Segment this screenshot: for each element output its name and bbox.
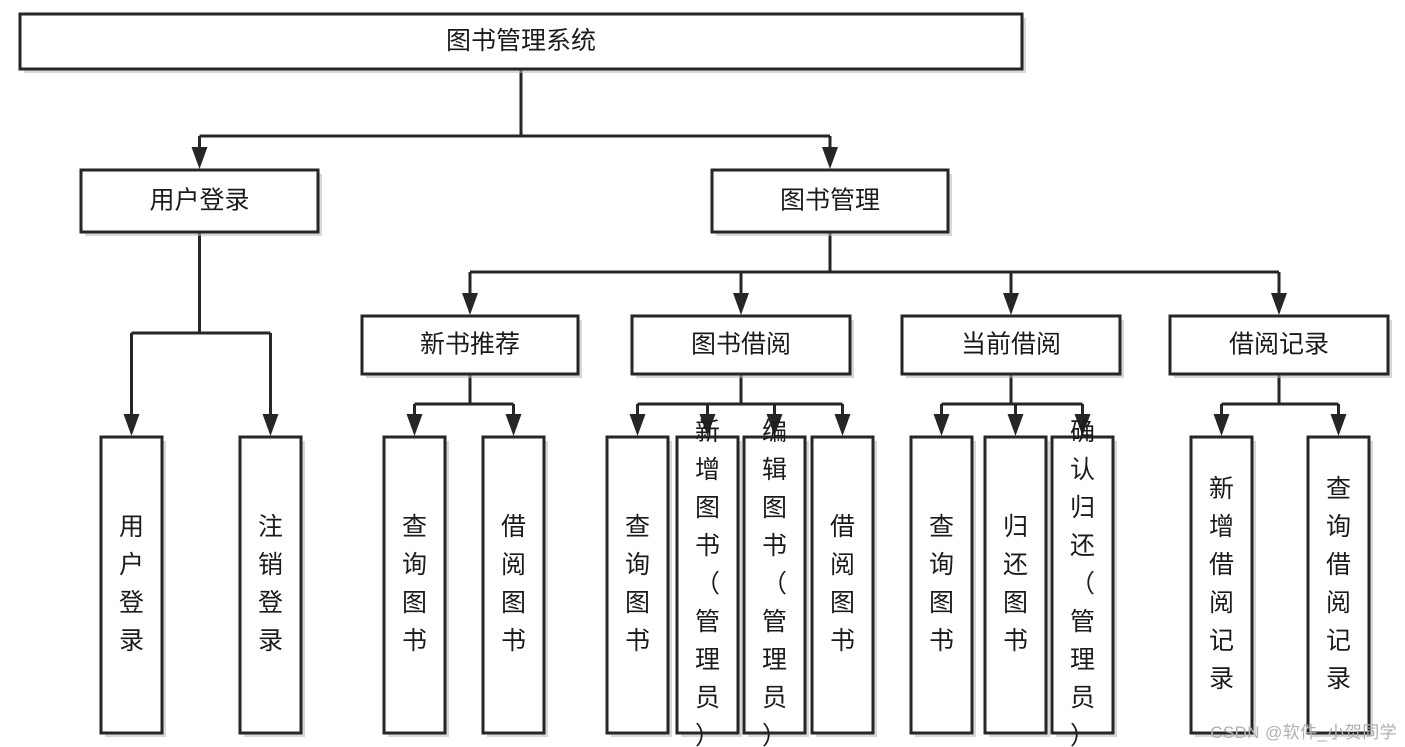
node-box[interactable] — [742, 435, 807, 735]
node-leaf-confirm-return[interactable]: 确认归还（管理员） — [1050, 418, 1117, 747]
node-label: 新增图书（管理员） — [695, 418, 720, 747]
node-label: 借阅记录 — [1229, 331, 1329, 359]
node-leaf-return-book[interactable]: 归还图书 — [983, 435, 1050, 737]
node-label: 用户登录 — [149, 187, 249, 215]
nodes-layer: 图书管理系统用户登录图书管理新书推荐图书借阅当前借阅借阅记录用户登录注销登录查询… — [18, 12, 1392, 747]
node-label: 当前借阅 — [961, 331, 1061, 359]
node-label: 编辑图书（管理员） — [762, 418, 787, 747]
node-label: 图书管理系统 — [446, 27, 596, 55]
node-label: 查询图书 — [929, 513, 954, 655]
node-current-borrow[interactable]: 当前借阅 — [900, 314, 1124, 378]
node-label: 用户登录 — [119, 513, 144, 655]
node-box[interactable] — [79, 168, 320, 234]
node-leaf-logout[interactable]: 注销登录 — [238, 435, 305, 737]
node-borrow-record[interactable]: 借阅记录 — [1168, 314, 1392, 378]
node-box[interactable] — [18, 12, 1024, 71]
node-label: 查询图书 — [402, 513, 427, 655]
node-box[interactable] — [909, 435, 974, 735]
node-label: 新书推荐 — [420, 331, 520, 359]
node-label: 查询图书 — [625, 513, 650, 655]
connector-user-login-bus — [123, 232, 279, 436]
node-book-borrow[interactable]: 图书借阅 — [630, 314, 854, 378]
node-box[interactable] — [1306, 435, 1371, 735]
node-leaf-borrow-book-1[interactable]: 借阅图书 — [481, 435, 548, 737]
node-box[interactable] — [238, 435, 303, 735]
connector-root-bus — [191, 69, 838, 169]
connector-book-borrow-bus — [629, 374, 851, 436]
node-label: 新增借阅记录 — [1209, 475, 1234, 693]
node-root[interactable]: 图书管理系统 — [18, 12, 1026, 73]
connector-new-book-rec-bus — [406, 374, 522, 436]
node-new-book-rec[interactable]: 新书推荐 — [360, 314, 582, 378]
node-box[interactable] — [360, 314, 580, 376]
edges-layer — [123, 69, 1347, 436]
node-leaf-user-login[interactable]: 用户登录 — [99, 435, 166, 737]
node-leaf-query-book-2[interactable]: 查询图书 — [605, 435, 672, 737]
connector-current-borrow-bus — [933, 374, 1091, 436]
node-box[interactable] — [710, 168, 950, 234]
node-box[interactable] — [1189, 435, 1254, 735]
node-label: 确认归还（管理员） — [1070, 418, 1095, 747]
node-box[interactable] — [630, 314, 852, 376]
node-box[interactable] — [900, 314, 1122, 376]
node-box[interactable] — [1168, 314, 1390, 376]
node-box[interactable] — [1050, 435, 1115, 735]
node-box[interactable] — [99, 435, 164, 735]
node-leaf-query-record[interactable]: 查询借阅记录 — [1306, 435, 1373, 737]
node-label: 图书管理 — [780, 187, 880, 215]
node-label: 借阅图书 — [830, 513, 855, 655]
node-box[interactable] — [481, 435, 546, 735]
node-box[interactable] — [382, 435, 447, 735]
node-user-login[interactable]: 用户登录 — [79, 168, 322, 236]
node-label: 借阅图书 — [501, 513, 526, 655]
node-box[interactable] — [605, 435, 670, 735]
node-label: 注销登录 — [258, 513, 283, 655]
node-label: 图书借阅 — [691, 331, 791, 359]
node-leaf-add-record[interactable]: 新增借阅记录 — [1189, 435, 1256, 737]
node-label: 归还图书 — [1003, 513, 1028, 655]
node-box[interactable] — [675, 435, 740, 735]
node-label: 查询借阅记录 — [1326, 475, 1351, 693]
node-book-manage[interactable]: 图书管理 — [710, 168, 952, 236]
node-leaf-query-book-1[interactable]: 查询图书 — [382, 435, 449, 737]
node-box[interactable] — [810, 435, 875, 735]
node-box[interactable] — [983, 435, 1048, 735]
node-leaf-query-book-3[interactable]: 查询图书 — [909, 435, 976, 737]
node-leaf-edit-book[interactable]: 编辑图书（管理员） — [742, 418, 809, 747]
connector-borrow-record-bus — [1213, 374, 1347, 436]
node-leaf-borrow-book-2[interactable]: 借阅图书 — [810, 435, 877, 737]
connector-book-manage-bus — [462, 232, 1287, 315]
node-leaf-add-book[interactable]: 新增图书（管理员） — [675, 418, 742, 747]
